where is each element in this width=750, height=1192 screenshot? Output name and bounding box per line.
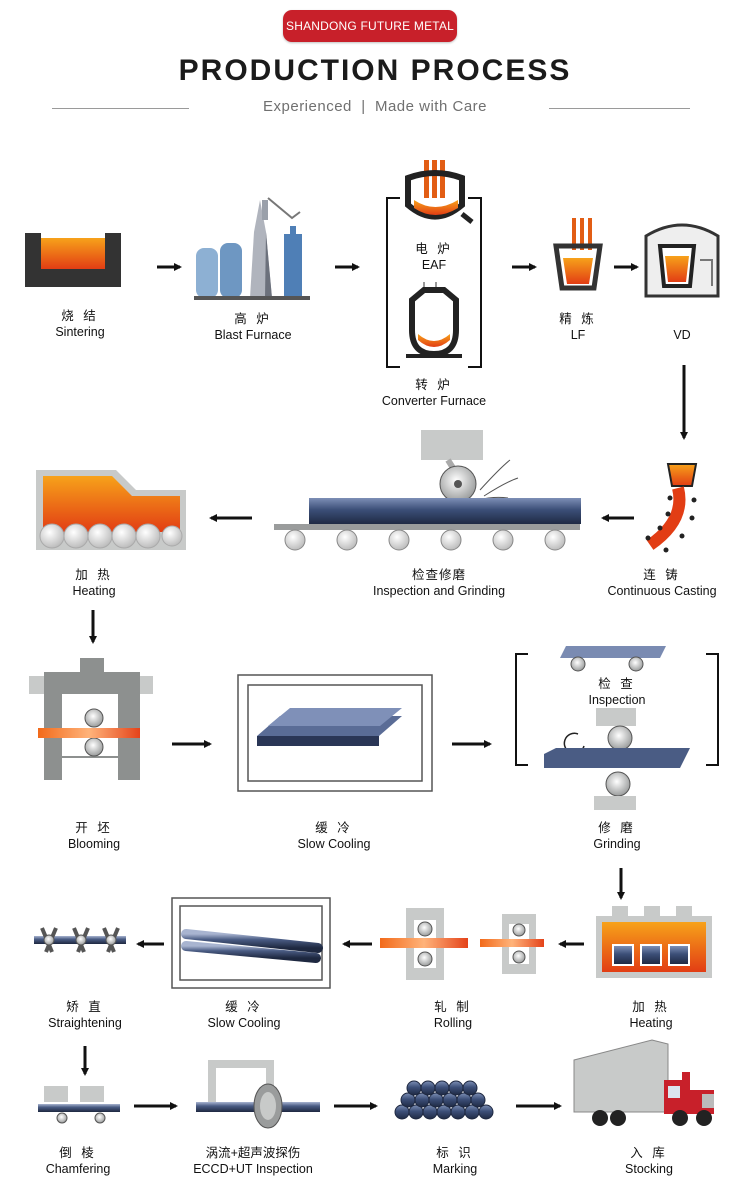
inspection-grinding-bracket <box>515 653 719 766</box>
eccd-ut-icon <box>196 1060 320 1129</box>
blast-furnace-icon <box>194 197 310 300</box>
heating-furnace-2-icon <box>596 906 712 978</box>
stocking-truck-icon <box>573 1039 714 1126</box>
sintering-icon <box>25 233 121 287</box>
blooming-icon <box>29 658 153 780</box>
marking-icon <box>394 1080 494 1120</box>
chamfering-icon <box>38 1086 120 1124</box>
inspection-icon <box>560 646 666 672</box>
label-vd: VD <box>673 328 691 342</box>
brand-badge: SHANDONG FUTURE METAL <box>283 10 457 42</box>
right-divider <box>549 108 690 109</box>
converter-furnace-icon <box>406 282 462 358</box>
lf-icon <box>553 218 603 291</box>
rolling-icon <box>380 908 544 980</box>
continuous-casting-icon <box>645 463 698 553</box>
furnace-bracket <box>386 197 482 368</box>
arrows-row-4 <box>81 940 584 1076</box>
arrows-row-2 <box>89 514 634 644</box>
arrows-row-1 <box>157 263 688 440</box>
slow-cooling-2-frame <box>171 897 331 989</box>
grinding-icon <box>544 708 690 810</box>
heating-furnace-icon <box>36 470 186 550</box>
straightening-icon <box>34 927 126 953</box>
vd-icon <box>644 223 720 298</box>
arrows-row-3 <box>172 740 625 900</box>
page-title: PRODUCTION PROCESS <box>178 54 572 87</box>
inspection-grinding-icon <box>274 430 581 551</box>
left-divider <box>52 108 189 109</box>
eaf-icon <box>405 160 474 224</box>
slow-cooling-frame <box>237 674 433 792</box>
page-subtitle: Experienced | Made with Care <box>263 98 487 115</box>
